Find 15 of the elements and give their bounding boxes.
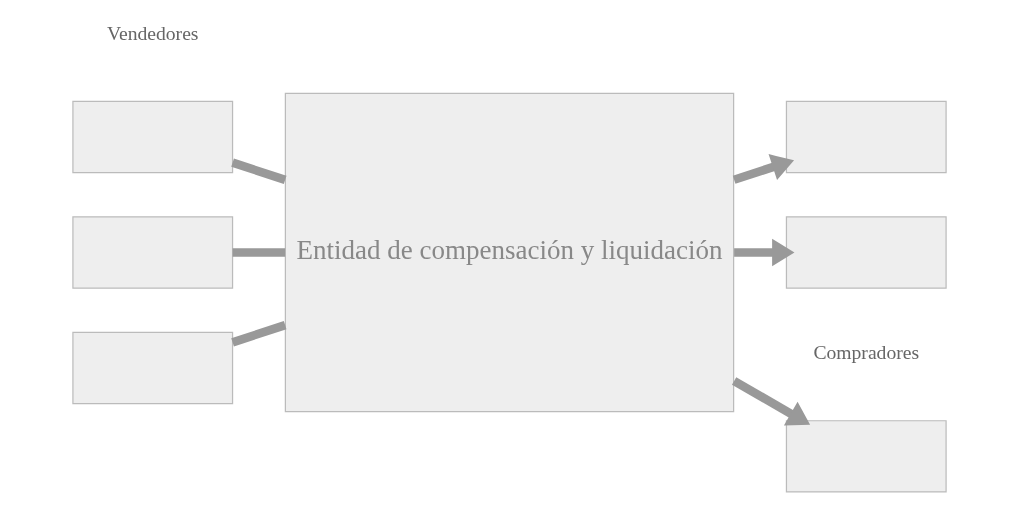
node-box bbox=[72, 331, 234, 405]
connector bbox=[231, 158, 287, 184]
label: Vendedores bbox=[106, 21, 199, 44]
node-box: Entidad de compensación y liquidación bbox=[284, 92, 735, 413]
node-box bbox=[785, 420, 947, 493]
node-box bbox=[785, 216, 947, 289]
connector bbox=[231, 321, 287, 347]
arrow bbox=[732, 154, 795, 184]
node-box bbox=[72, 216, 234, 289]
connector bbox=[232, 248, 286, 257]
node-box bbox=[785, 100, 947, 174]
arrow bbox=[731, 377, 811, 426]
arrow bbox=[734, 238, 795, 267]
node-box bbox=[72, 100, 234, 174]
label: Compradores bbox=[813, 341, 920, 364]
